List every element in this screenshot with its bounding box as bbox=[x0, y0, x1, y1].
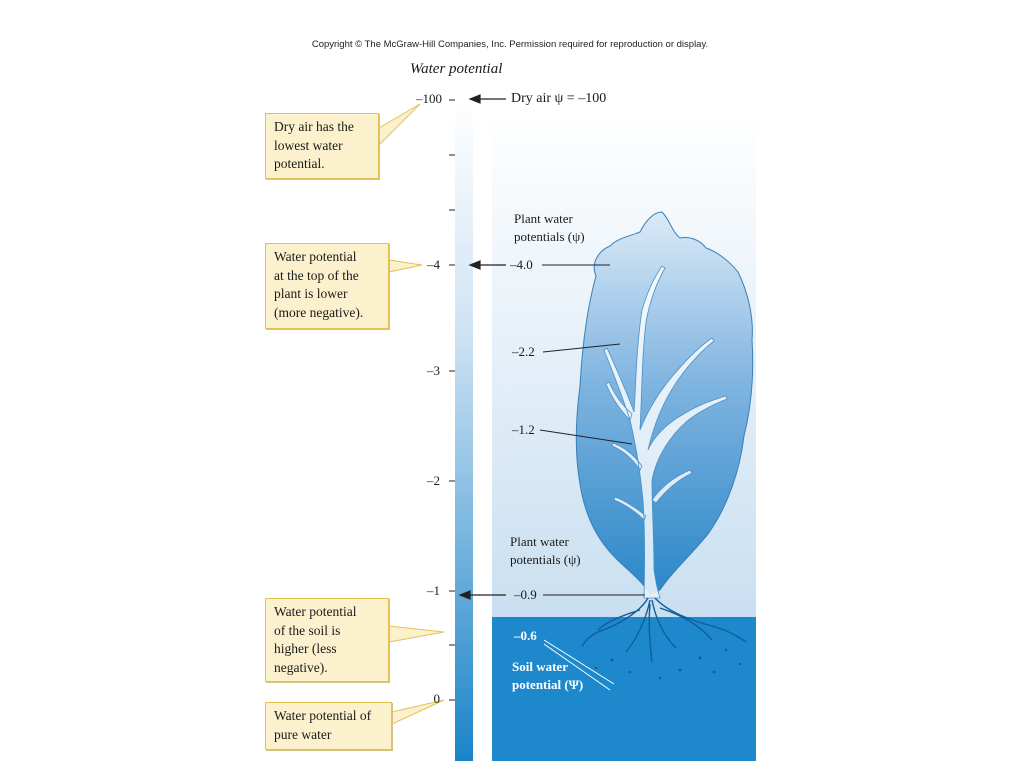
tick-label-minus-1: –1 bbox=[427, 583, 440, 598]
tree-roots bbox=[581, 597, 747, 663]
copyright-notice: Copyright © The McGraw-Hill Companies, I… bbox=[311, 39, 709, 50]
tick-label-minus-4: –4 bbox=[427, 257, 440, 272]
value-minus-1-2: –1.2 bbox=[512, 422, 535, 437]
tick-label-minus-100: –100 bbox=[416, 91, 442, 106]
dry-air-psi-label: Dry air ψ = –100 bbox=[511, 91, 607, 106]
callout-dry-air: Dry air has the lowest water potential. bbox=[265, 113, 379, 179]
plant-potentials-top-label: Plant water potentials (ψ) bbox=[514, 211, 585, 244]
tick-label-minus-2: –2 bbox=[427, 473, 440, 488]
scale-bar bbox=[455, 100, 473, 761]
tick-label-minus-3: –3 bbox=[427, 363, 440, 378]
callout-soil: Water potential of the soil is higher (l… bbox=[265, 598, 389, 682]
value-minus-4-0: –4.0 bbox=[510, 257, 533, 272]
scale-bar-stripe bbox=[473, 112, 492, 761]
soil-leader-lines bbox=[543, 639, 615, 691]
tick-label-zero: 0 bbox=[433, 691, 441, 706]
plant-potentials-bottom-label: Plant water potentials (ψ) bbox=[510, 534, 581, 567]
callout-top-of-plant: Water potential at the top of the plant … bbox=[265, 243, 389, 329]
value-minus-2-2: –2.2 bbox=[512, 344, 535, 359]
value-minus-0-6: –0.6 bbox=[514, 628, 537, 643]
axis-title: Water potential bbox=[410, 61, 503, 77]
value-minus-0-9: –0.9 bbox=[514, 587, 537, 602]
soil-region bbox=[492, 617, 756, 761]
soil-water-potential-label: Soil water potential (Ψ) bbox=[512, 659, 584, 692]
callout-pointers bbox=[378, 103, 445, 725]
tree-branches bbox=[603, 265, 728, 599]
soil-particles bbox=[594, 648, 742, 680]
pointer-arrows bbox=[458, 94, 506, 600]
leader-lines bbox=[539, 264, 645, 596]
callout-pure-water: Water potential of pure water bbox=[265, 702, 392, 750]
axis-ticks bbox=[449, 99, 455, 701]
